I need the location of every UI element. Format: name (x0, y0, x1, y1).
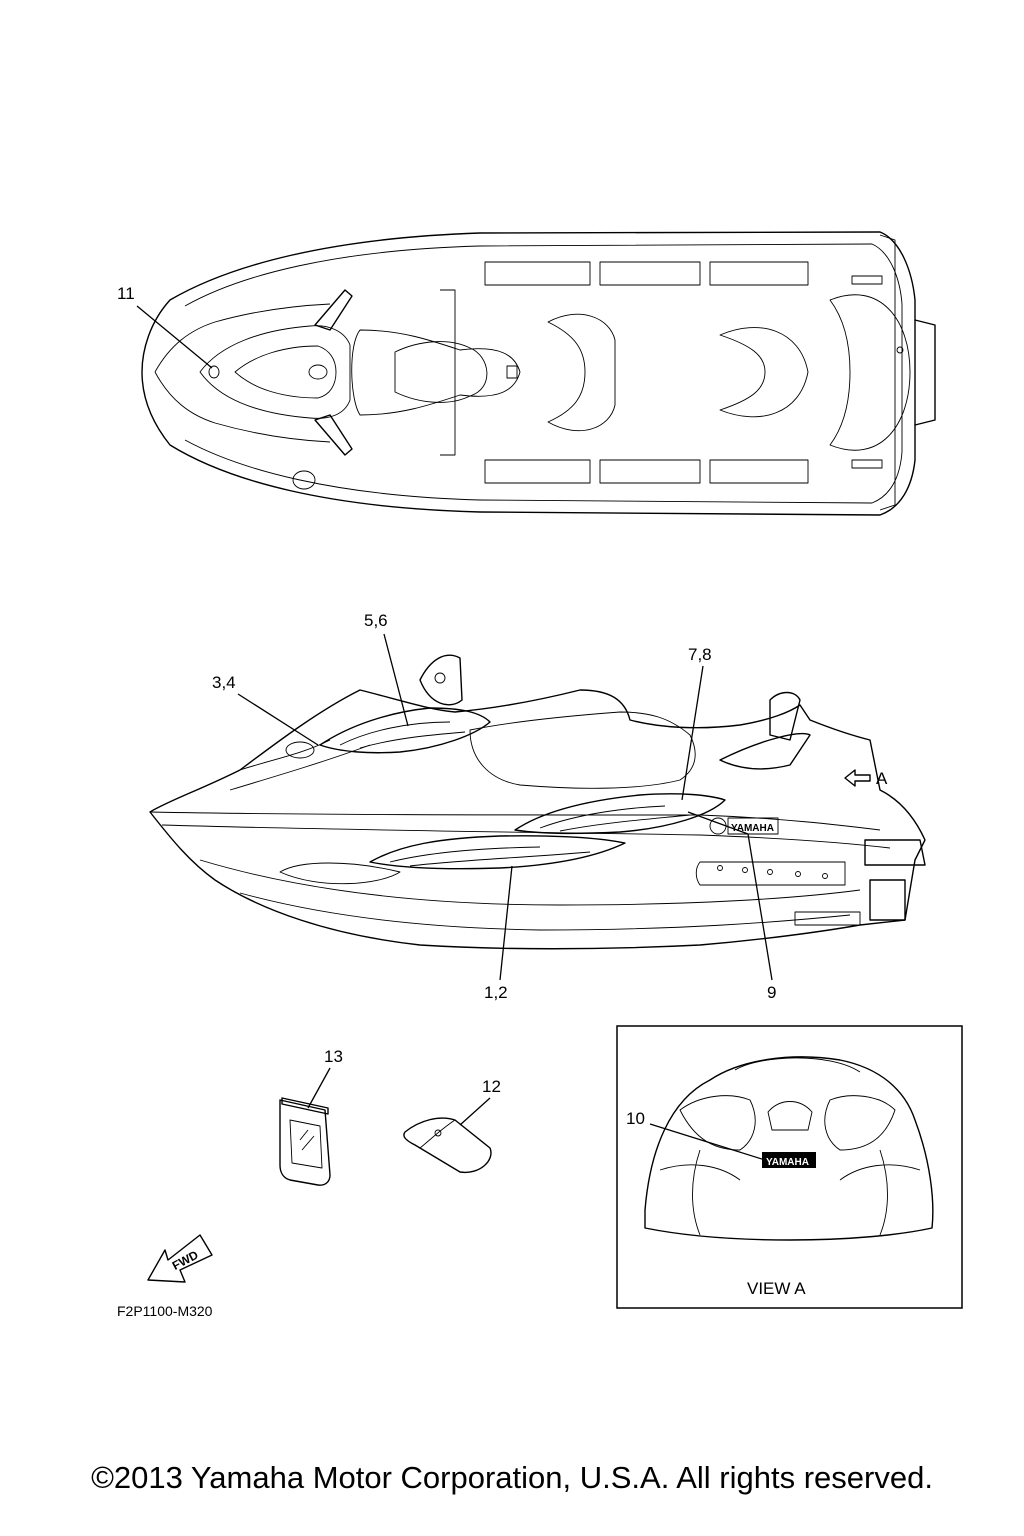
part-13-pouch: 13 (279, 1047, 343, 1186)
callout-7-8: 7,8 (681, 645, 712, 801)
callout-3-4-label: 3,4 (212, 673, 236, 692)
drawing-code: F2P1100-M320 (117, 1303, 213, 1319)
fwd-arrow: FWD (147, 1234, 213, 1283)
callout-1-2-label: 1,2 (484, 983, 508, 1002)
callout-5-6-label: 5,6 (364, 611, 388, 630)
view-arrow-label: A (876, 769, 888, 788)
fwd-label: FWD (170, 1248, 201, 1273)
callout-1-2: 1,2 (484, 865, 513, 1002)
part-12-tool-bag: 12 (403, 1077, 501, 1174)
callout-3-4: 3,4 (212, 673, 319, 746)
callout-7-8-label: 7,8 (688, 645, 712, 664)
side-view-watercraft: YAMAHA (149, 654, 926, 950)
brand-badge-side: YAMAHA (731, 823, 774, 834)
callout-9-label: 9 (767, 983, 776, 1002)
callout-9: 9 (687, 811, 776, 1002)
view-a-panel: YAMAHA 10 VIEW A (616, 1025, 963, 1309)
brand-badge-stern: YAMAHA (766, 1157, 809, 1168)
copyright-notice: ©2013 Yamaha Motor Corporation, U.S.A. A… (91, 1460, 933, 1495)
callout-5-6: 5,6 (364, 611, 409, 727)
callout-10-label: 10 (626, 1109, 645, 1128)
callout-11: 11 (117, 284, 213, 369)
callout-13-label: 13 (324, 1047, 343, 1066)
callout-12-label: 12 (482, 1077, 501, 1096)
view-a-arrow: A (844, 769, 888, 788)
top-view-watercraft (141, 231, 936, 516)
view-a-label: VIEW A (747, 1279, 806, 1298)
callout-11-label: 11 (117, 284, 135, 303)
